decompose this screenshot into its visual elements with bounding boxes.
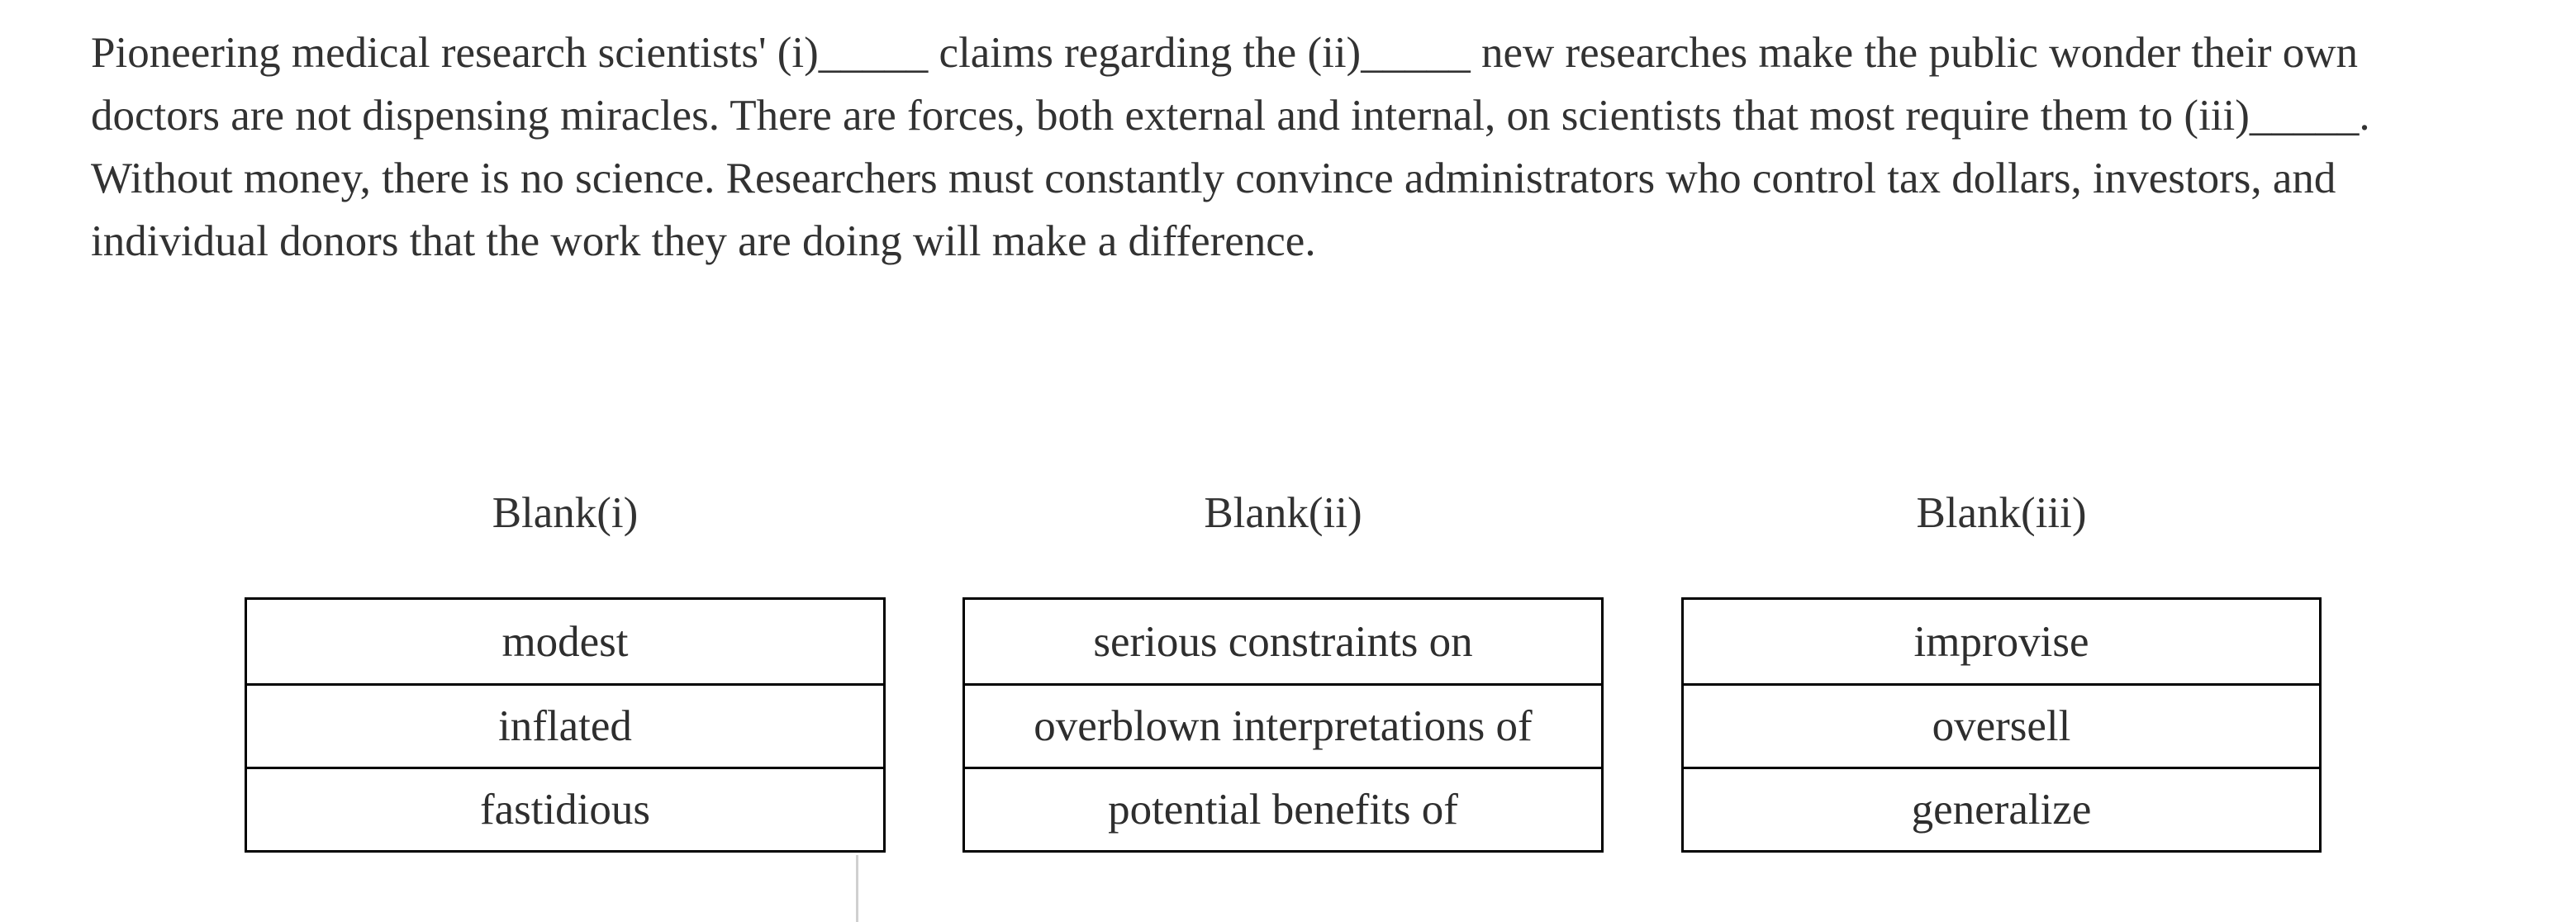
blank-ii-header: Blank(ii) xyxy=(1204,489,1362,537)
blank-iii-header: Blank(iii) xyxy=(1916,489,2087,537)
blank-i-option-3[interactable]: fastidious xyxy=(247,767,883,850)
blank-i-header: Blank(i) xyxy=(492,489,639,537)
blank-ii-option-table: serious constraints on overblown interpr… xyxy=(962,597,1604,853)
passage-line-4: individual donors that the work they are… xyxy=(91,217,1316,265)
question-passage: Pioneering medical research scientists' … xyxy=(91,21,2370,273)
blank-iii-option-2[interactable]: oversell xyxy=(1684,683,2319,767)
faint-vertical-divider xyxy=(856,855,858,922)
passage-line-3: Without money, there is no science. Rese… xyxy=(91,154,2336,202)
passage-line-2: doctors are not dispensing miracles. The… xyxy=(91,92,2370,140)
blank-i-option-table: modest inflated fastidious xyxy=(245,597,886,853)
blank-iii-option-table: improvise oversell generalize xyxy=(1681,597,2322,853)
blank-i-option-2[interactable]: inflated xyxy=(247,683,883,767)
blank-ii-option-3[interactable]: potential benefits of xyxy=(965,767,1601,850)
blank-ii-option-1[interactable]: serious constraints on xyxy=(965,600,1601,683)
blank-iii-option-3[interactable]: generalize xyxy=(1684,767,2319,850)
passage-line-1: Pioneering medical research scientists' … xyxy=(91,29,2359,77)
blank-ii-option-2[interactable]: overblown interpretations of xyxy=(965,683,1601,767)
blank-i-option-1[interactable]: modest xyxy=(247,600,883,683)
blank-iii-option-1[interactable]: improvise xyxy=(1684,600,2319,683)
